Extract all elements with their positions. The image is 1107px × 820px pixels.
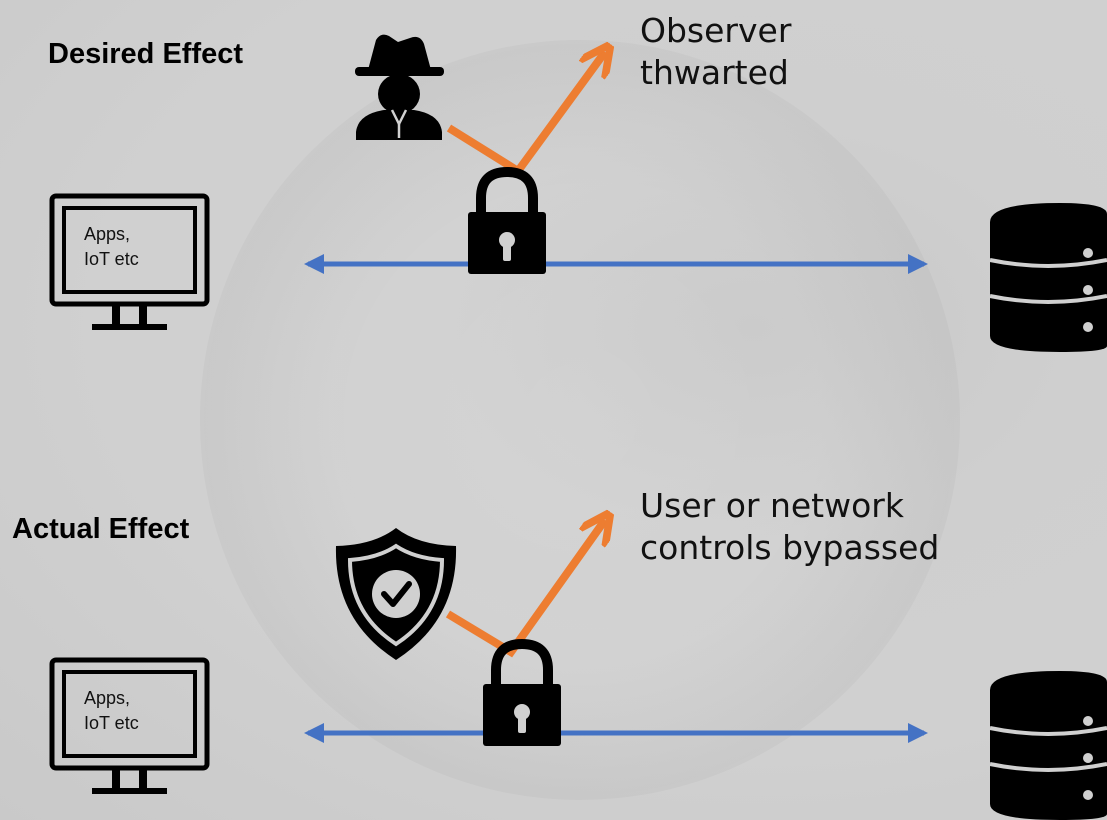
caption-line: controls bypassed (640, 528, 940, 567)
caption-line: thwarted (640, 53, 789, 92)
client-label: Apps, IoT etc (84, 686, 139, 736)
client-label-line: IoT etc (84, 249, 139, 269)
observer-thwarted-caption: Observer thwarted (640, 10, 791, 94)
monitor-icon (49, 657, 210, 794)
deflection-arrow (446, 52, 605, 177)
actual-effect-heading: Actual Effect (12, 513, 190, 545)
client-label-line: IoT etc (84, 713, 139, 733)
desired-effect-heading: Desired Effect (48, 38, 244, 70)
database-icon (989, 203, 1107, 352)
client-label: Apps, IoT etc (84, 222, 139, 272)
monitor-icon (49, 193, 210, 330)
database-icon (989, 671, 1107, 820)
shield-check-icon (335, 528, 457, 660)
background-texture (200, 40, 960, 800)
client-label-line: Apps, (84, 688, 131, 708)
caption-line: Observer (640, 11, 792, 50)
controls-bypassed-caption: User or network controls bypassed (640, 485, 939, 569)
caption-line: User or network (640, 486, 904, 525)
deflection-arrow (445, 520, 605, 658)
padlock-icon (468, 166, 546, 274)
padlock-icon (483, 638, 561, 746)
client-label-line: Apps, (84, 224, 131, 244)
spy-icon (355, 34, 444, 140)
